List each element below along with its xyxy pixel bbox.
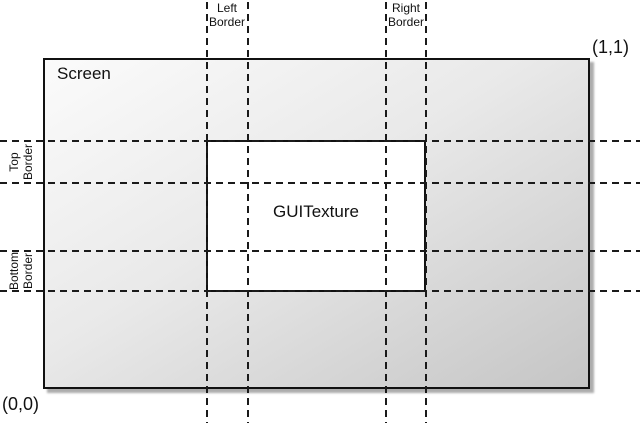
top-border-label-line1: Top: [7, 152, 21, 172]
screen-label: Screen: [57, 64, 111, 83]
bottom-border-label: Bottom Border: [7, 249, 37, 293]
top-border-label: Top Border: [7, 140, 37, 184]
right-border-label-line2: Border: [387, 15, 425, 29]
guitexture-label: GUITexture: [273, 202, 359, 221]
right-border-label: Right Border: [378, 1, 434, 29]
bottom-border-label-line2: Border: [21, 252, 35, 290]
coord-top-right: (1,1): [592, 37, 630, 57]
left-border-label-line2: Border: [208, 15, 246, 29]
top-border-label-line2: Border: [21, 143, 35, 181]
right-border-start-line: [385, 2, 387, 423]
bottom-border-end-line: [0, 290, 640, 292]
left-border-start-line: [206, 2, 208, 423]
left-border-end-line: [247, 2, 249, 423]
top-border-start-line: [0, 140, 640, 142]
right-border-label-line1: Right: [391, 1, 420, 15]
coord-bottom-left: (0,0): [2, 394, 40, 414]
left-border-label: Left Border: [199, 1, 255, 29]
top-border-end-line: [0, 182, 640, 184]
guitexture-rect: GUITexture: [206, 140, 426, 292]
left-border-label-line1: Left: [216, 1, 237, 15]
right-border-end-line: [425, 2, 427, 423]
bottom-border-start-line: [0, 250, 640, 252]
bottom-border-label-line1: Bottom: [7, 252, 21, 291]
